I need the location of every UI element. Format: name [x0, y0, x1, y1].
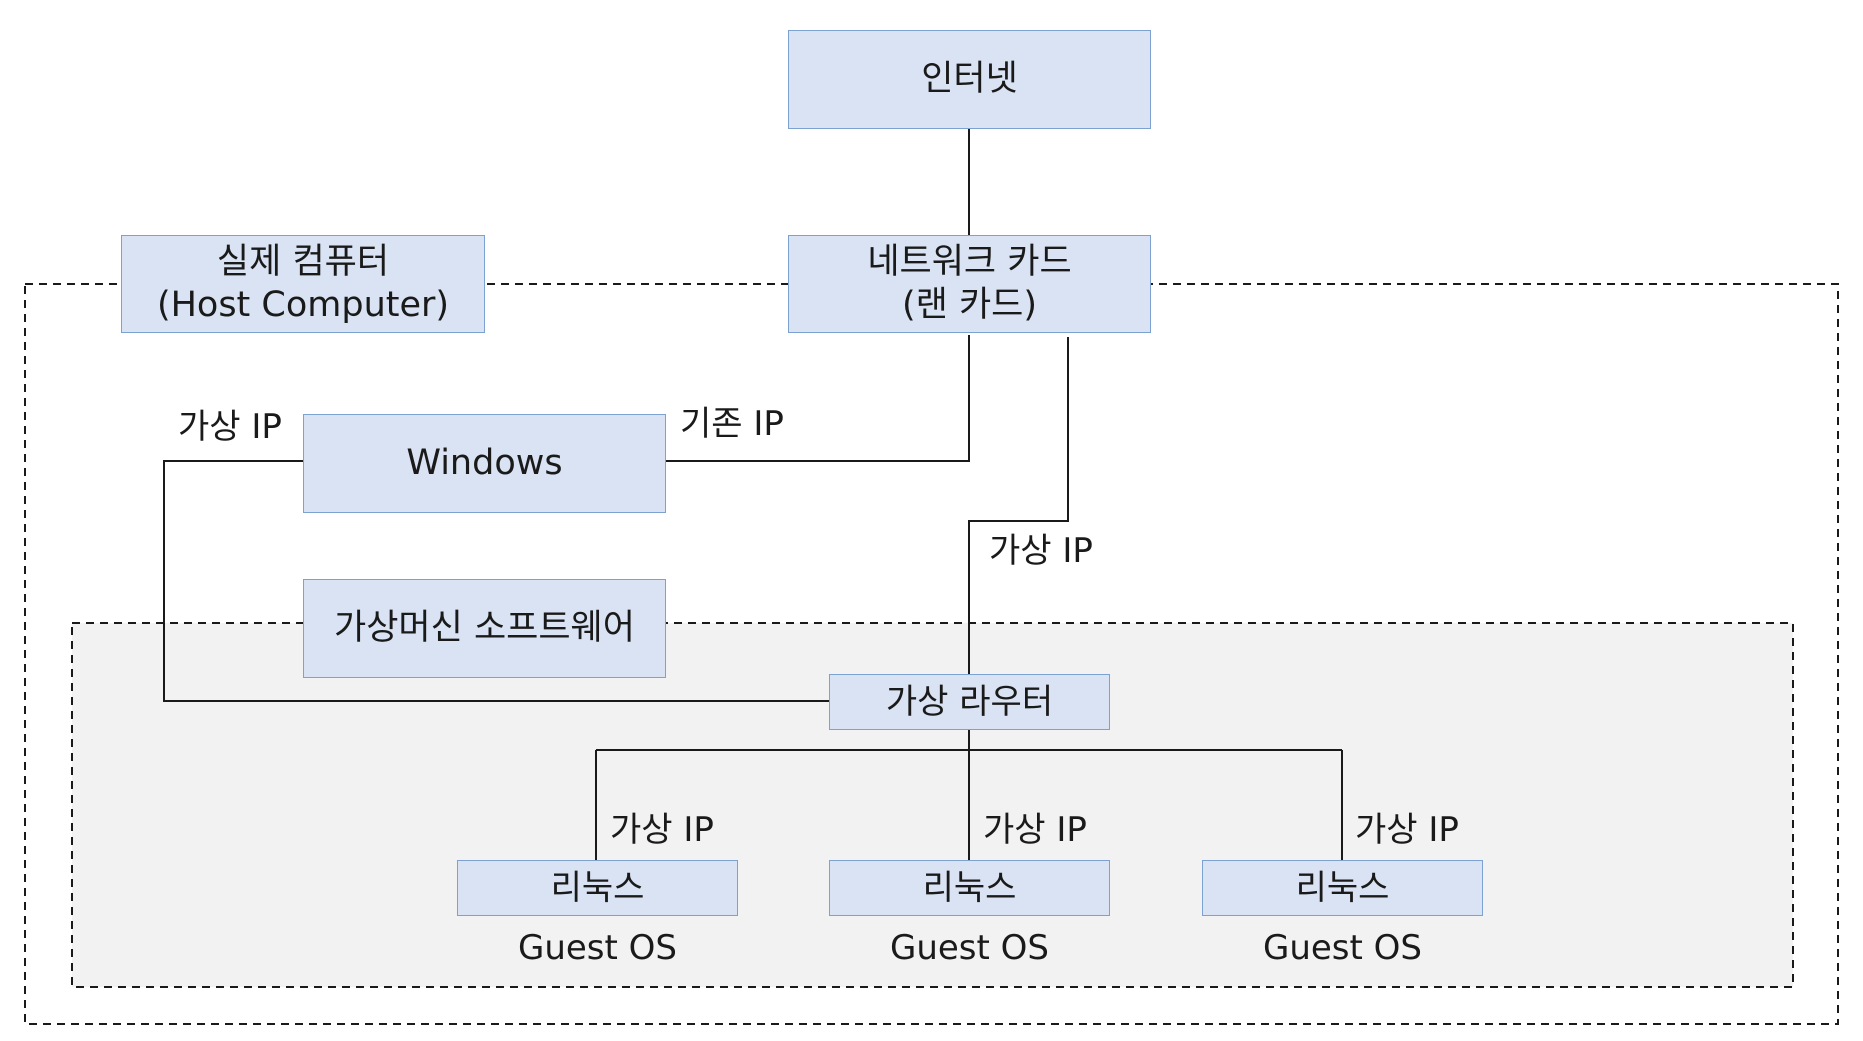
guest-linux-box-1: 리눅스 — [457, 860, 738, 916]
guest-linux-box-3: 리눅스 — [1202, 860, 1483, 916]
host-computer-boundary — [24, 283, 1839, 1025]
host-computer-box: 실제 컴퓨터 (Host Computer) — [121, 235, 485, 333]
network-card-box: 네트워크 카드 (랜 카드) — [788, 235, 1151, 333]
virtual-ip-router-label: 가상 IP — [989, 531, 1093, 571]
guest-linux-box-2: 리눅스 — [829, 860, 1110, 916]
link-windows-router — [163, 460, 829, 702]
network-card-sublabel: (랜 카드) — [901, 285, 1038, 325]
virtual-ip-windows-label: 가상 IP — [178, 407, 282, 447]
vm-software-label: 가상머신 소프트웨어 — [334, 608, 635, 648]
existing-ip-label: 기존 IP — [680, 404, 784, 444]
virtual-router-label: 가상 라우터 — [885, 682, 1054, 722]
windows-label: Windows — [406, 443, 563, 483]
virtual-router-box: 가상 라우터 — [829, 674, 1110, 730]
windows-box: Windows — [303, 414, 666, 513]
guest-os-caption-1: Guest OS — [517, 928, 677, 968]
virtual-ip-guest-3-label: 가상 IP — [1355, 810, 1459, 850]
host-computer-sublabel: (Host Computer) — [156, 285, 450, 325]
guest-linux-label: 리눅스 — [1295, 868, 1390, 908]
internet-label: 인터넷 — [921, 59, 1018, 99]
link-nic-router — [968, 337, 1069, 674]
virtual-ip-guest-2-label: 가상 IP — [983, 810, 1087, 850]
guest-os-caption-2: Guest OS — [889, 928, 1049, 968]
vm-software-box: 가상머신 소프트웨어 — [303, 579, 666, 678]
guest-os-caption-3: Guest OS — [1262, 928, 1422, 968]
guest-linux-label: 리눅스 — [550, 868, 645, 908]
network-card-label: 네트워크 카드 — [867, 242, 1072, 282]
guest-linux-label: 리눅스 — [922, 868, 1017, 908]
internet-box: 인터넷 — [788, 30, 1151, 129]
host-computer-label: 실제 컴퓨터 — [216, 242, 390, 282]
link-nic-windows — [665, 335, 970, 462]
virtual-ip-guest-1-label: 가상 IP — [610, 810, 714, 850]
